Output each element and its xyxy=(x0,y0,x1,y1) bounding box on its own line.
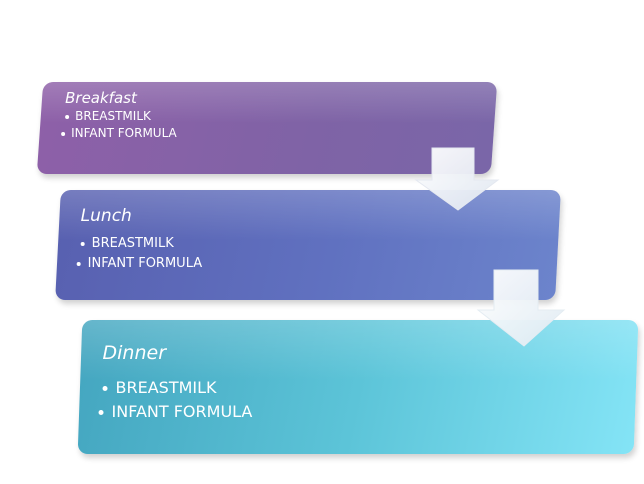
step-item-list: BREASTMILK INFANT FORMULA xyxy=(76,234,559,274)
list-item: BREASTMILK xyxy=(80,234,559,254)
list-item: BREASTMILK xyxy=(65,108,495,125)
list-item-text: INFANT FORMULA xyxy=(87,256,203,271)
step-title: Lunch xyxy=(80,206,132,226)
list-item-text: BREASTMILK xyxy=(75,109,151,123)
bullet-icon xyxy=(98,409,104,415)
bullet-icon xyxy=(80,242,85,246)
step-card-dinner: Dinner BREASTMILK INFANT FORMULA xyxy=(77,320,639,454)
step-card-lunch: Lunch BREASTMILK INFANT FORMULA xyxy=(55,190,561,300)
bullet-icon xyxy=(76,262,81,266)
bullet-icon xyxy=(65,114,70,119)
step-card-breakfast: Breakfast BREASTMILK INFANT FORMULA xyxy=(36,82,498,174)
step-title: Dinner xyxy=(102,342,167,364)
list-item-text: INFANT FORMULA xyxy=(71,126,177,140)
step-item-list: BREASTMILK INFANT FORMULA xyxy=(61,108,495,142)
list-item-text: BREASTMILK xyxy=(91,236,174,251)
list-item: BREASTMILK xyxy=(102,376,637,400)
list-item-text: BREASTMILK xyxy=(115,378,217,397)
list-item-text: INFANT FORMULA xyxy=(111,402,253,421)
step-title: Breakfast xyxy=(65,89,137,107)
list-item: INFANT FORMULA xyxy=(76,254,559,274)
step-item-list: BREASTMILK INFANT FORMULA xyxy=(98,376,637,424)
list-item: INFANT FORMULA xyxy=(61,125,495,142)
bullet-icon xyxy=(61,131,66,136)
bullet-icon xyxy=(102,385,108,391)
list-item: INFANT FORMULA xyxy=(98,400,637,424)
